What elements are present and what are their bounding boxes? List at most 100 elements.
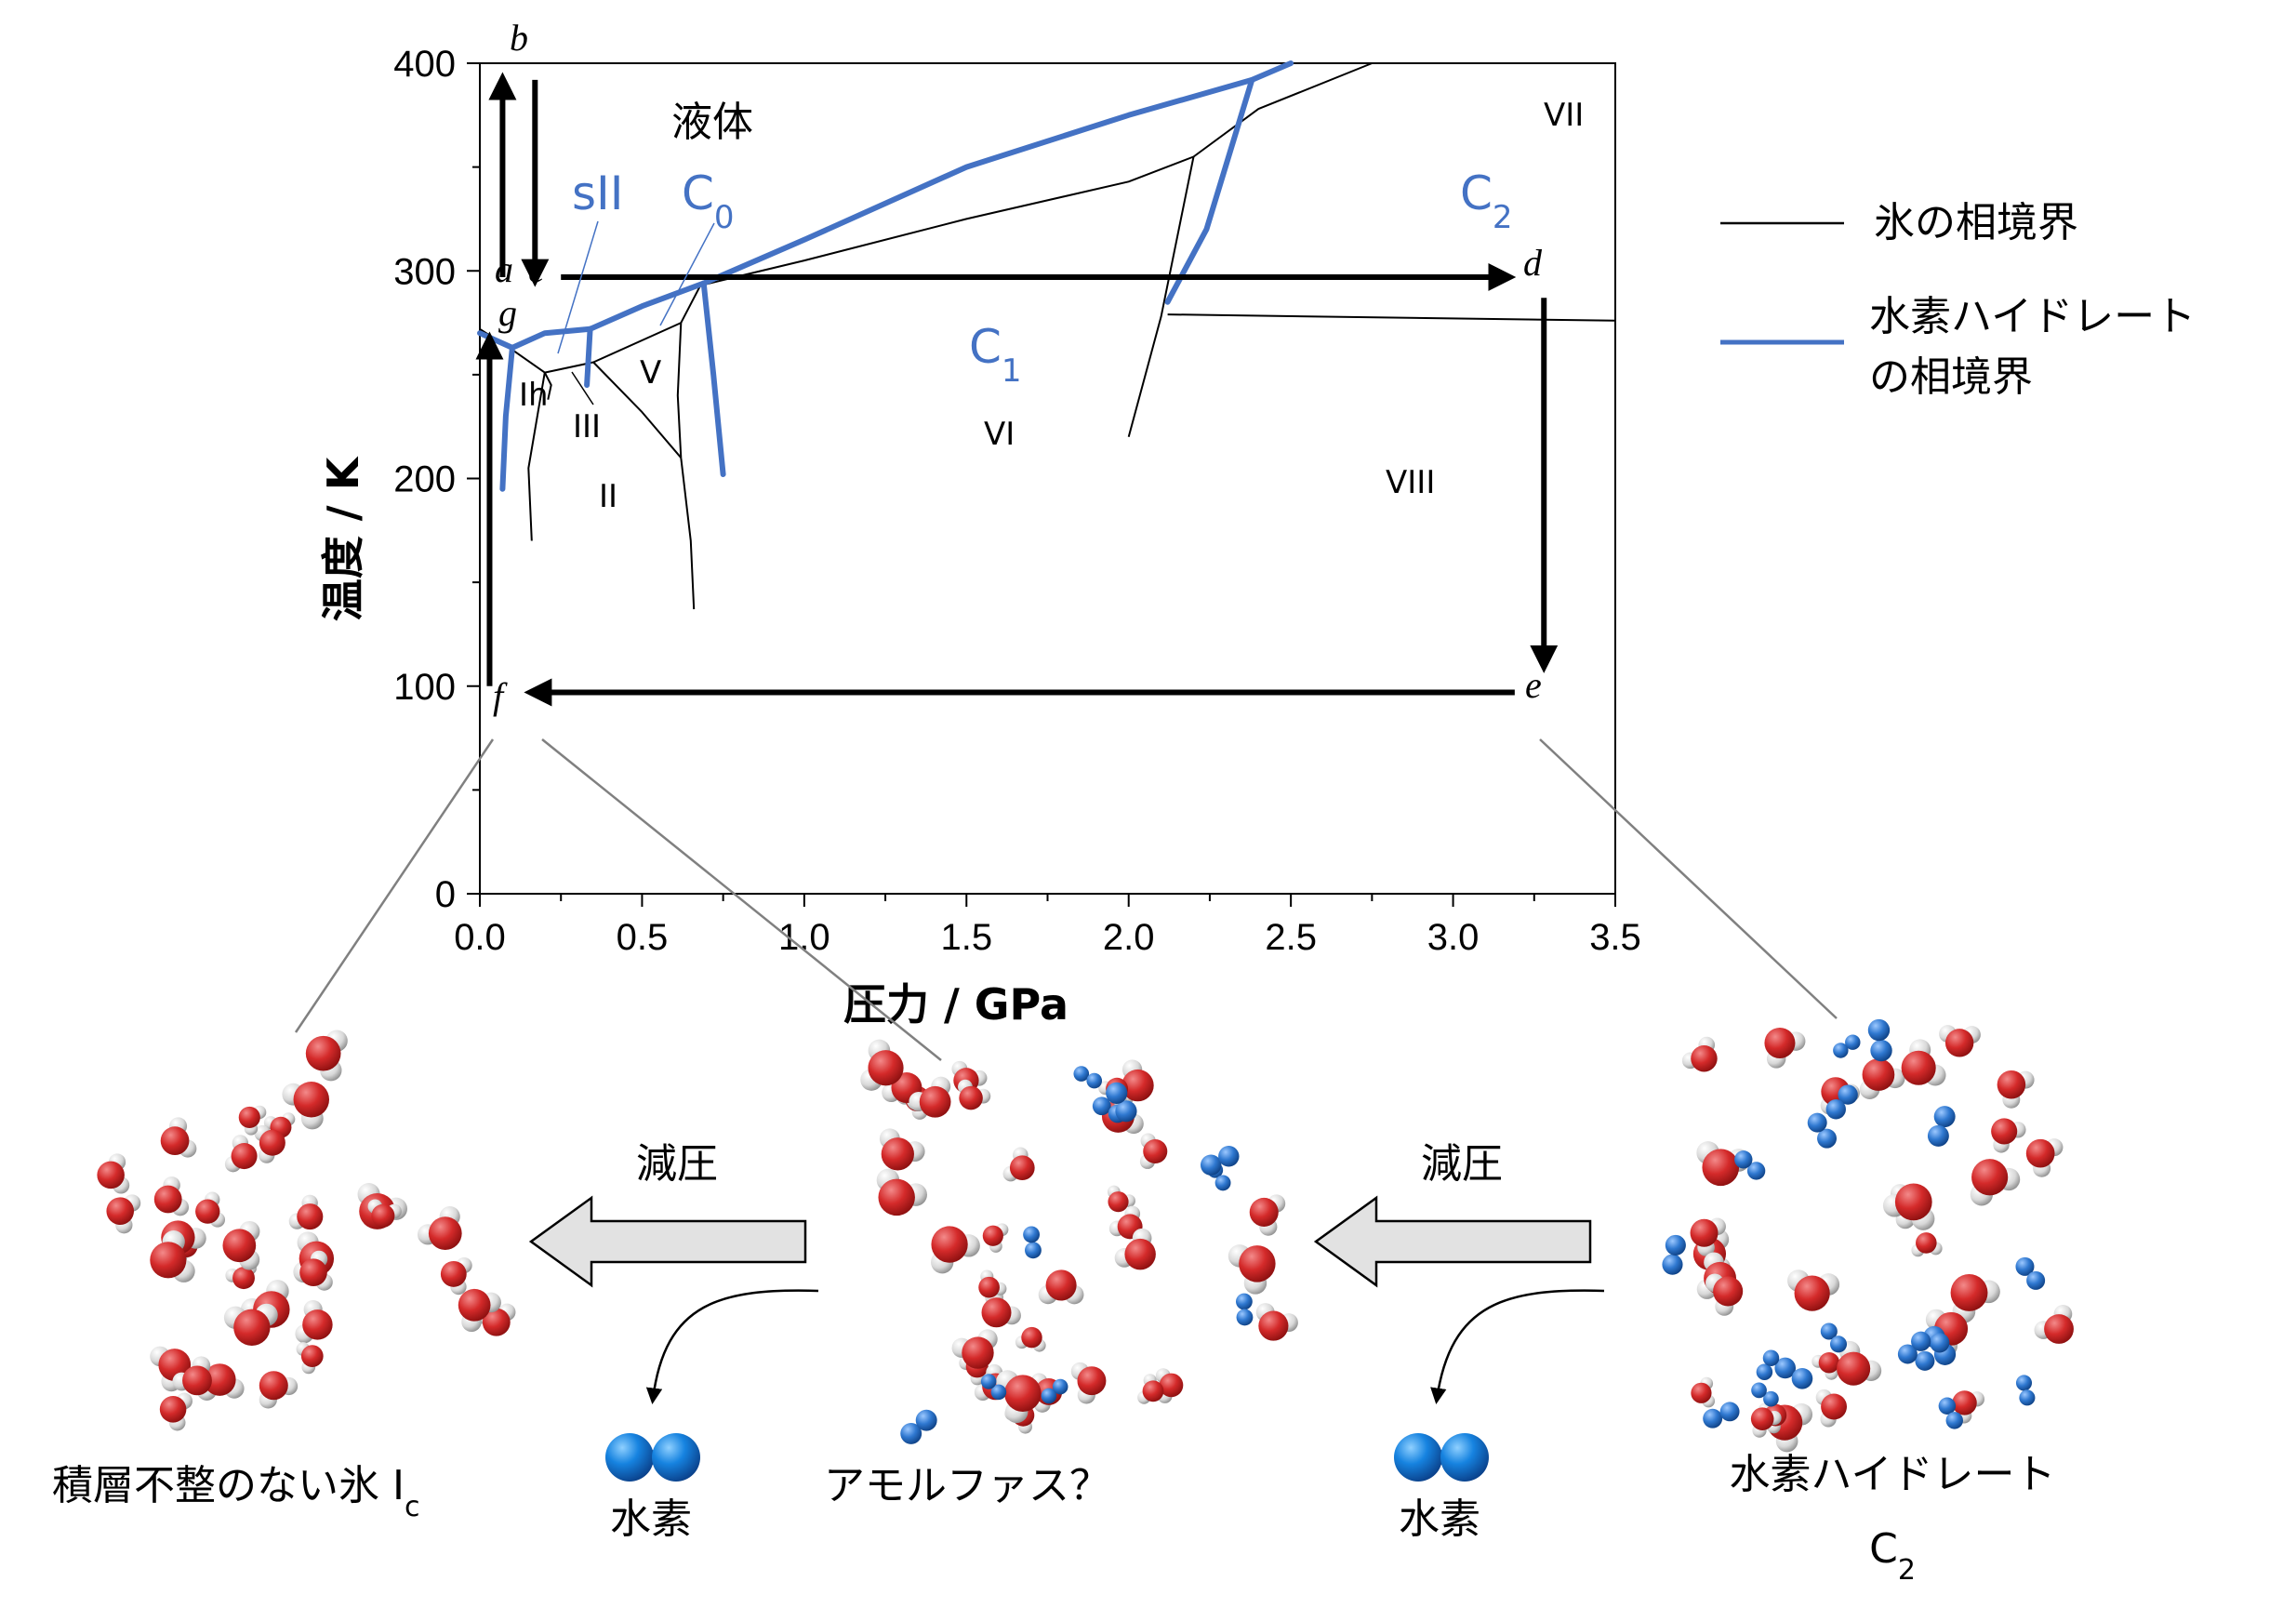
- h2-atom: [1938, 1397, 1957, 1415]
- y-tick-label: 400: [393, 44, 456, 85]
- oxygen-atom: [182, 1365, 212, 1396]
- h2-atom: [1235, 1293, 1253, 1310]
- legend: 氷の相境界 水素ハイドレート の相境界: [1720, 199, 2196, 401]
- h2-atom: [1829, 1336, 1848, 1353]
- oxygen-atom: [1121, 1069, 1154, 1102]
- h2-atom: [1665, 1234, 1686, 1256]
- oxygen-atom: [1818, 1352, 1840, 1374]
- ice-boundary-line: [680, 458, 696, 610]
- y-tick-label: 300: [393, 251, 456, 292]
- oxygen-atom: [1143, 1138, 1168, 1164]
- oxygen-atom: [428, 1216, 462, 1251]
- h2-atom: [1073, 1066, 1090, 1082]
- phase-label-C1: C1: [969, 320, 1022, 390]
- thermodynamic-path: [475, 72, 1559, 707]
- h2-atom: [2015, 1256, 2035, 1276]
- oxygen-atom: [1997, 1070, 2026, 1099]
- oxygen-atom: [1950, 1274, 1988, 1311]
- h2-atom: [1762, 1349, 1780, 1366]
- oxygen-atom: [231, 1143, 258, 1170]
- oxygen-atom: [1108, 1191, 1129, 1213]
- leader-to-amorphous-panel: [541, 738, 942, 1061]
- oxygen-atom: [300, 1345, 324, 1367]
- oxygen-atom: [981, 1297, 1012, 1328]
- oxygen-atom: [233, 1309, 271, 1346]
- oxygen-atom: [1021, 1326, 1042, 1349]
- h2-atom: [1845, 1034, 1861, 1050]
- hydrate-boundary-line: [700, 280, 726, 477]
- caption-amorphous: アモルファス？: [824, 1462, 1110, 1509]
- oxygen-atom: [1009, 1155, 1035, 1181]
- oxygen-atom: [962, 1336, 994, 1369]
- x-tick-label: 3.5: [1589, 917, 1641, 958]
- oxygen-atom: [1901, 1050, 1936, 1085]
- ice-phase-boundaries: [479, 62, 1616, 610]
- x-tick-label: 0.0: [454, 917, 506, 958]
- ice-boundary-line: [680, 155, 1194, 324]
- y-axis-title: 温度 / K: [318, 455, 368, 621]
- oxygen-atom: [106, 1197, 135, 1225]
- oxygen-atom: [1124, 1238, 1156, 1270]
- oxygen-atom: [1894, 1183, 1932, 1221]
- h2-atom: [1106, 1082, 1128, 1104]
- oxygen-atom: [978, 1276, 1000, 1298]
- oxygen-atom: [1702, 1149, 1740, 1187]
- oxygen-atom: [959, 1085, 983, 1110]
- h2-atom: [1817, 1128, 1837, 1149]
- oxygen-atom: [1971, 1159, 2009, 1196]
- h2-atom: [2026, 1270, 2046, 1290]
- h2-atom: [1756, 1363, 1773, 1380]
- caption-hydrate-line1: 水素ハイドレート: [1729, 1451, 2055, 1498]
- oxygen-atom: [1944, 1029, 1974, 1057]
- y-tick-label: 0: [435, 874, 456, 915]
- h2-atom: [1927, 1124, 1949, 1147]
- ice-boundary-line: [676, 323, 683, 458]
- oxygen-atom: [458, 1288, 491, 1322]
- point-label-a: a: [495, 248, 513, 290]
- leader-III: [571, 371, 594, 405]
- phase-label-III: III: [573, 408, 601, 445]
- h2-atom: [1897, 1344, 1918, 1364]
- h2-atom: [1719, 1402, 1740, 1422]
- h2-atom: [1867, 1018, 1891, 1042]
- h2-atom: [1833, 1043, 1849, 1058]
- h2-atom: [1945, 1412, 1963, 1429]
- h2-atom: [990, 1384, 1007, 1401]
- oxygen-atom: [919, 1085, 951, 1118]
- oxygen-atom: [153, 1185, 182, 1214]
- ice-boundary-line: [592, 361, 683, 458]
- oxygen-atom: [868, 1050, 904, 1086]
- point-label-c: c: [528, 248, 545, 290]
- leader-to-ice-panel: [294, 738, 495, 1033]
- oxygen-atom: [1862, 1058, 1895, 1091]
- y-tick-label: 200: [393, 459, 456, 500]
- h2-atom: [1751, 1382, 1767, 1399]
- phase-label-VII: VII: [1544, 97, 1584, 134]
- oxygen-atom: [150, 1242, 187, 1279]
- oxygen-atom: [1794, 1275, 1830, 1311]
- h2-atom: [1115, 1100, 1137, 1123]
- hydrate-boundary-line: [477, 330, 515, 351]
- h2-atom: [1023, 1226, 1041, 1243]
- x-tick-label: 3.0: [1427, 917, 1480, 958]
- oxygen-atom: [982, 1225, 1003, 1246]
- block-arrow-left: [528, 1195, 807, 1288]
- ice-boundary-line: [1167, 313, 1616, 322]
- oxygen-atom: [1750, 1407, 1774, 1430]
- oxygen-atom: [302, 1309, 333, 1340]
- ice-ic-molecule-cluster: [97, 1030, 516, 1431]
- hydrate-boundary-line: [700, 60, 1294, 286]
- oxygen-atom: [299, 1258, 327, 1287]
- oxygen-atom: [1991, 1118, 2018, 1145]
- oxygen-atom: [1239, 1245, 1276, 1282]
- hydrate-boundary-line: [587, 280, 707, 332]
- released-h2-molecule-right: [1394, 1433, 1489, 1482]
- decompress-label-right: 減圧: [1421, 1140, 1503, 1188]
- h2-atom: [1041, 1388, 1057, 1404]
- x-tick-label: 2.5: [1265, 917, 1317, 958]
- oxygen-atom: [238, 1106, 260, 1128]
- oxygen-atom: [305, 1035, 341, 1071]
- h2-atom: [1791, 1367, 1813, 1389]
- h2-atom: [1911, 1331, 1931, 1351]
